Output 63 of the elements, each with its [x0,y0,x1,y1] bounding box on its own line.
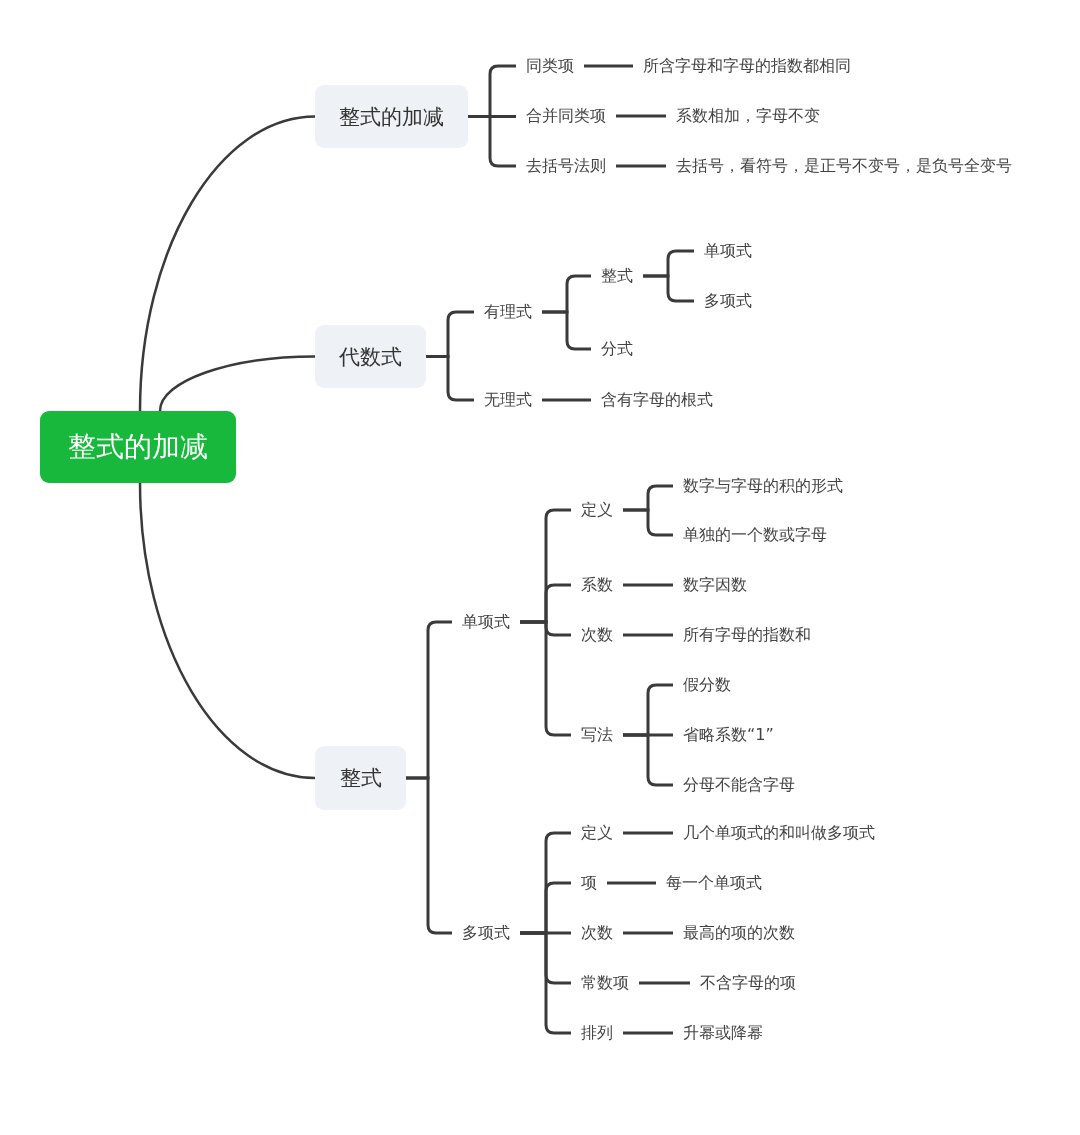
branch-label: 数字因数 [673,574,757,596]
connector-line [623,508,673,537]
connector-line [584,64,633,68]
connector-line [616,164,666,168]
branch-label: 次数 [571,922,623,944]
branch-label: 定义 [571,499,623,521]
curved-connector [138,482,316,780]
curved-connector [138,115,316,412]
branch-label: 每一个单项式 [656,872,772,894]
branch-label: 分母不能含字母 [673,774,805,796]
connector-line [623,733,673,787]
branch-label: 合并同类项 [516,105,616,127]
curved-connector [158,355,316,412]
branch-label: 去括号，看符号，是正号不变号，是负号全变号 [666,155,1022,177]
branch-label: 升幂或降幂 [673,1022,773,1044]
branch-label: 单项式 [452,611,520,633]
connector-line [520,620,571,737]
topic-box: 整式 [315,746,406,810]
branch-label: 最高的项的次数 [673,922,805,944]
branch-label: 整式 [591,265,643,287]
branch-label: 系数相加，字母不变 [666,105,830,127]
branch-label: 定义 [571,822,623,844]
branch-label: 排列 [571,1022,623,1044]
branch-label: 含有字母的根式 [591,389,723,411]
connector-line [623,583,673,587]
topic-box: 整式的加减 [315,85,468,148]
connector-line [607,881,656,885]
branch-label: 多项式 [452,922,520,944]
branch-label: 分式 [591,338,643,360]
branch-label: 所有字母的指数和 [673,624,821,646]
connector-line [406,776,452,935]
branch-label: 多项式 [694,290,762,312]
branch-label: 写法 [571,724,623,746]
connector-line [643,274,694,303]
branch-label: 系数 [571,574,623,596]
connector-line [623,1031,673,1035]
connector-line [468,115,516,168]
connector-line [520,931,571,1035]
central-topic-box: 整式的加减 [40,411,236,483]
connector-line [542,398,591,402]
connector-line [616,114,666,118]
branch-label: 几个单项式的和叫做多项式 [673,822,885,844]
branch-label: 项 [571,872,607,894]
branch-label: 所含字母和字母的指数都相同 [633,55,861,77]
branch-label: 常数项 [571,972,639,994]
connector-line [426,355,474,402]
branch-label: 有理式 [474,301,542,323]
branch-label: 去括号法则 [516,155,616,177]
connector-line [623,633,673,637]
connector-line [623,831,673,835]
branch-label: 数字与字母的积的形式 [673,475,853,497]
connector-line [623,931,673,935]
branch-label: 同类项 [516,55,584,77]
topic-box: 代数式 [315,325,426,388]
branch-label: 无理式 [474,389,542,411]
branch-label: 单独的一个数或字母 [673,524,837,546]
branch-label: 假分数 [673,674,741,696]
branch-label: 不含字母的项 [690,972,806,994]
connector-line [639,981,690,985]
branch-label: 单项式 [694,240,762,262]
branch-label: 次数 [571,624,623,646]
branch-label: 省略系数“1” [673,724,784,746]
connector-line [542,310,591,351]
